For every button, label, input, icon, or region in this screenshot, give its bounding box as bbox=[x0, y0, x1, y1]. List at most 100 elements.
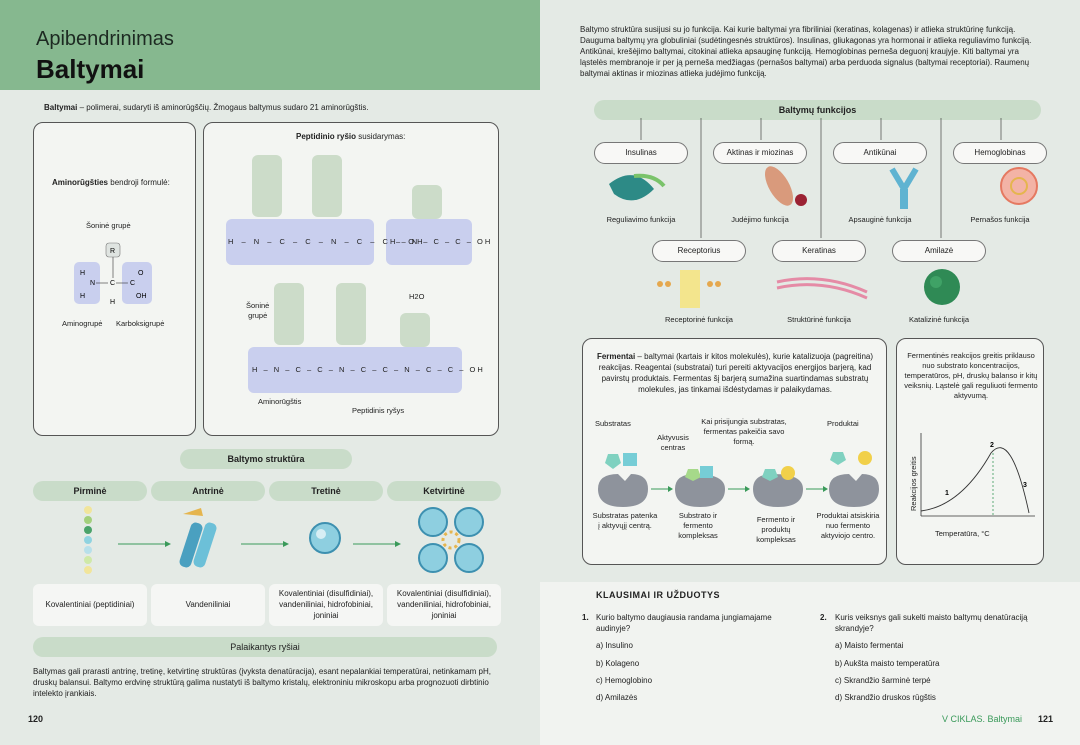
graph-x-label: Temperatūra, °C bbox=[935, 529, 990, 538]
bond-quaternary: Kovalentiniai (disulfidiniai), vandenili… bbox=[387, 584, 501, 626]
amylase-icon bbox=[924, 269, 960, 305]
svg-text:H: H bbox=[80, 293, 85, 300]
func-actin-myosin: Aktinas ir miozinas bbox=[713, 142, 807, 164]
func-label-protection: Apsauginė funkcija bbox=[848, 215, 912, 224]
func-label-transport: Pernašos funkcija bbox=[970, 215, 1030, 224]
enzyme-box: Fermentai – baltymai (kartais ir kitos m… bbox=[582, 338, 887, 565]
peptide-bond-box: Peptidinio ryšio susidarymas: H – N – C … bbox=[203, 122, 499, 436]
muscle-icon bbox=[765, 166, 807, 206]
rate-box: Fermentinės reakcijos greitis priklauso … bbox=[896, 338, 1044, 565]
active-site-label: Aktyvusis centras bbox=[657, 433, 689, 452]
q2-option-c[interactable]: c) Skrandžio šarminė terpė bbox=[835, 676, 931, 685]
enzyme-step-3 bbox=[753, 466, 803, 507]
page-title: Baltymai bbox=[36, 54, 145, 84]
function-connectors bbox=[640, 118, 1002, 238]
enzyme-text: Fermentai – baltymai (kartais ir kitos m… bbox=[596, 352, 874, 394]
func-receptor: Receptorius bbox=[652, 240, 746, 262]
structure-illustrations bbox=[84, 506, 484, 574]
q1-text: Kurio baltymo daugiausia randama jungiam… bbox=[596, 613, 772, 633]
q1-option-a[interactable]: a) Insulino bbox=[596, 641, 633, 650]
func-label-structural: Struktūrinė funkcija bbox=[787, 315, 851, 324]
func-label-regulation: Reguliavimo funkcija bbox=[606, 215, 676, 224]
chain-row-1: H – N – C – C – N – C – C – OH bbox=[228, 237, 426, 246]
enzyme-step-1 bbox=[598, 453, 648, 507]
level-primary: Pirminė bbox=[33, 481, 147, 501]
q2-text: Kuris veiksnys gali sukelti maisto balty… bbox=[835, 613, 1028, 633]
primary-structure-icon bbox=[84, 506, 92, 574]
step-4-label: Produktai atsiskiria nuo fermento aktyvi… bbox=[816, 511, 880, 540]
keratin-icon bbox=[776, 277, 868, 300]
func-insulin: Insulinas bbox=[594, 142, 688, 164]
function-illustrations-row2 bbox=[657, 269, 960, 308]
chapter-label: V CIKLAS. Baltymai bbox=[942, 714, 1023, 724]
svg-text:C: C bbox=[130, 280, 135, 287]
svg-text:H: H bbox=[110, 299, 115, 306]
tertiary-structure-icon bbox=[309, 522, 341, 554]
svg-text:OH: OH bbox=[136, 293, 147, 300]
func-hemoglobin: Hemoglobinas bbox=[953, 142, 1047, 164]
intro-text: Baltymai – polimerai, sudaryti iš aminor… bbox=[44, 103, 369, 112]
carboxy-group-label: Karboksigrupė bbox=[116, 319, 165, 328]
svg-text:N: N bbox=[90, 280, 95, 287]
svg-text:H: H bbox=[80, 270, 85, 277]
func-label-receptor: Receptorinė funkcija bbox=[665, 315, 733, 324]
svg-text:1: 1 bbox=[945, 490, 949, 497]
step-1-label: Substratas patenka į aktyvųjį centrą. bbox=[592, 511, 658, 530]
level-quaternary: Ketvirtinė bbox=[387, 481, 501, 501]
side-chain-4 bbox=[274, 283, 304, 345]
page-subtitle: Apibendrinimas bbox=[36, 28, 174, 50]
q1-number: 1. bbox=[582, 613, 589, 622]
receptor-icon bbox=[657, 270, 721, 308]
side-chain-5 bbox=[336, 283, 366, 345]
svg-text:3: 3 bbox=[1023, 482, 1027, 489]
q1-option-c[interactable]: c) Hemoglobino bbox=[596, 676, 653, 685]
chain-row-3: H – N – C – C – N – C – C – N – C – C – … bbox=[252, 365, 485, 374]
functions-title: Baltymų funkcijos bbox=[594, 100, 1041, 120]
q1-option-d[interactable]: d) Amilazės bbox=[596, 693, 638, 702]
questions-title: KLAUSIMAI IR UŽDUOTYS bbox=[596, 590, 720, 600]
func-antibodies: Antikūnai bbox=[833, 142, 927, 164]
page-number-right: 121 bbox=[1038, 714, 1054, 724]
peptide-bond-label: Peptidinis ryšys bbox=[352, 406, 405, 415]
side-chain-3 bbox=[412, 185, 442, 219]
amino-acid-block-1 bbox=[226, 219, 374, 265]
step-2-label: Substrato ir fermento kompleksas bbox=[678, 511, 718, 540]
bond-secondary: Vandeniliniai bbox=[151, 584, 265, 626]
side-chain-2 bbox=[312, 155, 342, 217]
amino-group-label: Aminogrupė bbox=[62, 319, 103, 328]
func-label-catalytic: Katalizinė funkcija bbox=[908, 315, 970, 324]
water-label: H2O bbox=[409, 292, 425, 301]
side-chain-1 bbox=[252, 155, 282, 217]
enzyme-step-2 bbox=[675, 466, 725, 507]
bond-primary: Kovalentiniai (peptidiniai) bbox=[33, 584, 147, 626]
side-chain-6 bbox=[400, 313, 430, 347]
q2-option-d[interactable]: d) Skrandžio druskos rūgštis bbox=[835, 693, 936, 702]
binding-label: Kai prisijungia substratas, fermentas pa… bbox=[701, 417, 787, 446]
svg-text:O: O bbox=[138, 270, 144, 277]
rate-graph: 123 bbox=[920, 433, 1035, 517]
right-page: Baltymo struktūra susijusi su jo funkcij… bbox=[540, 0, 1080, 745]
amino-acid-block-2 bbox=[386, 219, 472, 265]
left-page: Apibendrinimas Baltymai Baltymai – polim… bbox=[0, 0, 540, 724]
page-number-left: 120 bbox=[28, 714, 44, 724]
level-secondary: Antrinė bbox=[151, 481, 265, 501]
questions-section: KLAUSIMAI IR UŽDUOTYS 1. Kurio baltymo d… bbox=[540, 582, 1080, 745]
func-amylase: Amilazė bbox=[892, 240, 986, 262]
side-group-label: Šoninė grupė bbox=[86, 221, 131, 230]
function-illustrations-row1 bbox=[609, 166, 1038, 209]
q2-option-a[interactable]: a) Maisto fermentai bbox=[835, 641, 904, 650]
quaternary-structure-icon bbox=[418, 507, 484, 573]
products-label: Produktai bbox=[827, 419, 859, 428]
aminorugstis-label: Aminorūgštis bbox=[258, 397, 302, 406]
rate-text: Fermentinės reakcijos greitis priklauso … bbox=[904, 351, 1038, 400]
structure-title: Baltymo struktūra bbox=[180, 449, 352, 469]
func-label-movement: Judėjimo funkcija bbox=[731, 215, 789, 224]
q2-option-b[interactable]: b) Aukšta maisto temperatūra bbox=[835, 659, 940, 668]
hemoglobin-icon bbox=[1000, 167, 1038, 205]
step-3-label: Fermento ir produktų kompleksas bbox=[756, 515, 796, 544]
graph-y-label: Reakcijos greitis bbox=[909, 456, 918, 511]
q1-option-b[interactable]: b) Kolageno bbox=[596, 659, 640, 668]
bonds-title: Palaikantys ryšiai bbox=[33, 637, 497, 657]
insulin-icon bbox=[609, 173, 666, 201]
